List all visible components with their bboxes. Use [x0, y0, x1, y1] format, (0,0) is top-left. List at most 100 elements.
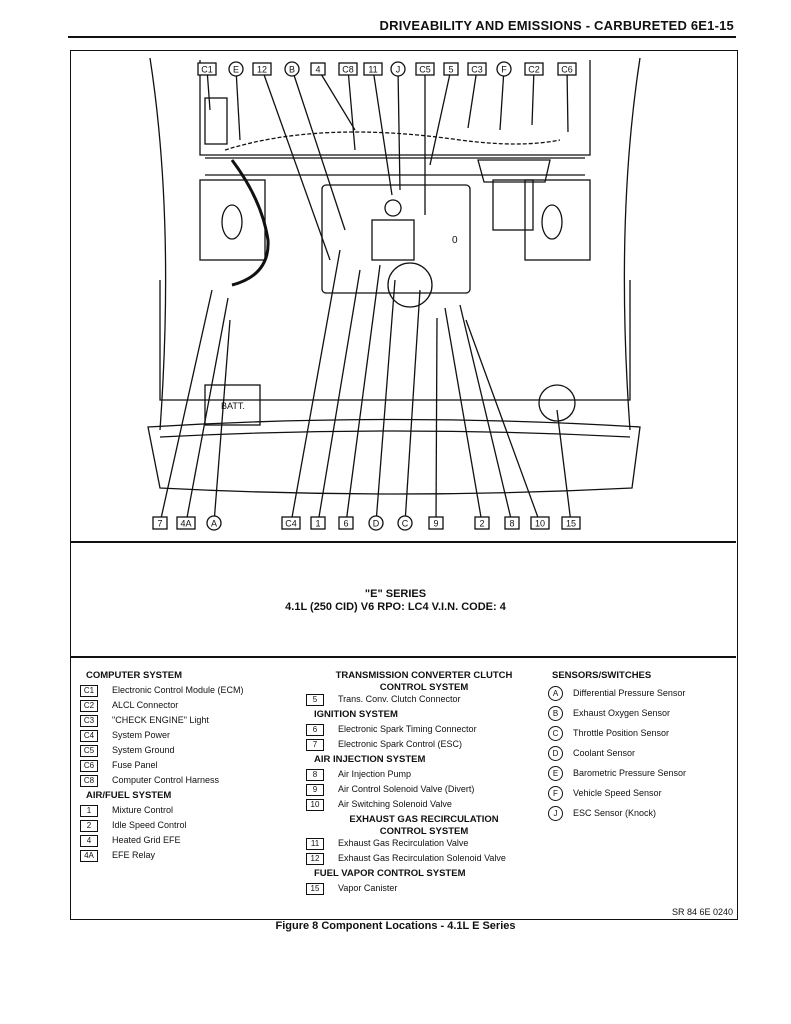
series-line-2: 4.1L (250 CID) V6 RPO: LC4 V.I.N. CODE: …: [285, 601, 506, 613]
top-callout-box: [284, 61, 300, 77]
left-shock-tower: [199, 179, 266, 261]
legend-item: 9 Air Control Solenoid Valve (Divert): [306, 782, 542, 797]
tcc-list: 5 Trans. Conv. Clutch Connector: [306, 692, 542, 707]
leader-line: [213, 319, 231, 524]
top-callout-label: C1: [201, 65, 213, 75]
leader-line: [206, 68, 211, 111]
bottom-callout-box: [561, 516, 581, 530]
legend-item-label: "CHECK ENGINE" Light: [112, 715, 209, 725]
bottom-callout-box: [152, 516, 168, 530]
top-callout-label: 4: [315, 65, 320, 75]
ecm-harness: [224, 131, 561, 151]
left-harness: [230, 159, 270, 287]
bottom-callout-box: [530, 516, 550, 530]
legend-item-code: C5: [80, 744, 98, 757]
top-callout-label: F: [501, 65, 507, 75]
bottom-callout-box: [474, 516, 490, 530]
ignition-heading: IGNITION SYSTEM: [314, 709, 398, 720]
leader-line: [465, 319, 541, 524]
legend-item-code: 12: [306, 852, 324, 865]
computer-heading: COMPUTER SYSTEM: [86, 670, 183, 681]
battery-label: BATT.: [221, 401, 245, 411]
leader-line: [235, 68, 241, 141]
legend-item-label: Air Control Solenoid Valve (Divert): [338, 784, 475, 794]
vapor-canister-body: [492, 179, 534, 231]
legend-item-code: 5: [306, 693, 324, 706]
bumper-inner: [159, 430, 631, 438]
legend-item-code: 8: [306, 768, 324, 781]
top-callout-box: [496, 61, 512, 77]
left-fender-outline: [149, 57, 167, 431]
legend-item-label: Throttle Position Sensor: [573, 728, 670, 738]
bottom-callout-box: [428, 516, 444, 530]
right-fender-outline: [623, 57, 641, 431]
legend-item: C3"CHECK ENGINE" Light: [80, 713, 305, 728]
bottom-callout-label: C: [402, 519, 409, 529]
distributor: [387, 262, 433, 308]
legend-item-code: C8: [80, 774, 98, 787]
bottom-callout-box: [310, 516, 326, 530]
legend-item-code: C1: [80, 684, 98, 697]
top-callout-label: B: [289, 65, 295, 75]
top-callout-box: [467, 62, 487, 76]
legend-col-2: TRANSMISSION CONVERTER CLUTCH CONTROL SY…: [306, 668, 542, 896]
leader-line: [435, 317, 438, 524]
legend-item-code: E: [548, 765, 563, 781]
bottom-callout-box: [397, 515, 413, 531]
legend-item-label: Trans. Conv. Clutch Connector: [338, 694, 461, 704]
leader-line: [290, 249, 341, 524]
sr-code: SR 84 6E 0240: [671, 907, 733, 917]
legend-item-code: 4: [80, 834, 98, 847]
leader-line: [347, 68, 356, 151]
legend-item-code: C4: [80, 729, 98, 742]
leader-line: [556, 409, 572, 524]
right-shock-hole: [541, 204, 563, 240]
egr-heading-1: EXHAUST GAS RECIRCULATION: [349, 814, 499, 825]
leader-line: [317, 269, 361, 524]
legend-item-label: Barometric Pressure Sensor: [573, 768, 687, 778]
page-header-title: DRIVEABILITY AND EMISSIONS - CARBURETED …: [379, 18, 734, 33]
legend-item-label: Heated Grid EFE: [112, 835, 181, 845]
leader-line: [372, 68, 393, 196]
bottom-callout-label: A: [211, 519, 217, 529]
legend-item-label: Air Switching Solenoid Valve: [338, 799, 452, 809]
legend-item-label: Electronic Spark Timing Connector: [338, 724, 477, 734]
top-callout-box: [338, 62, 358, 76]
legend-item-label: Exhaust Oxygen Sensor: [573, 708, 671, 718]
legend-item-label: Idle Speed Control: [112, 820, 187, 830]
legend-item-label: Differential Pressure Sensor: [573, 688, 686, 698]
legend-item-code: 9: [306, 783, 324, 796]
top-callout-label: C2: [528, 65, 540, 75]
bottom-callout-label: D: [373, 519, 380, 529]
bottom-callout-label: 7: [157, 519, 162, 529]
bottom-callout-label: 9: [433, 519, 438, 529]
leader-line: [291, 68, 346, 231]
top-callout-box: [443, 62, 459, 76]
legend-item: F Vehicle Speed Sensor: [548, 783, 733, 803]
top-callout-box: [252, 62, 272, 76]
top-callout-box: [557, 62, 577, 76]
legend-item-code: F: [548, 785, 563, 801]
top-callout-box: [197, 62, 217, 76]
legend-item-label: Vehicle Speed Sensor: [573, 788, 662, 798]
